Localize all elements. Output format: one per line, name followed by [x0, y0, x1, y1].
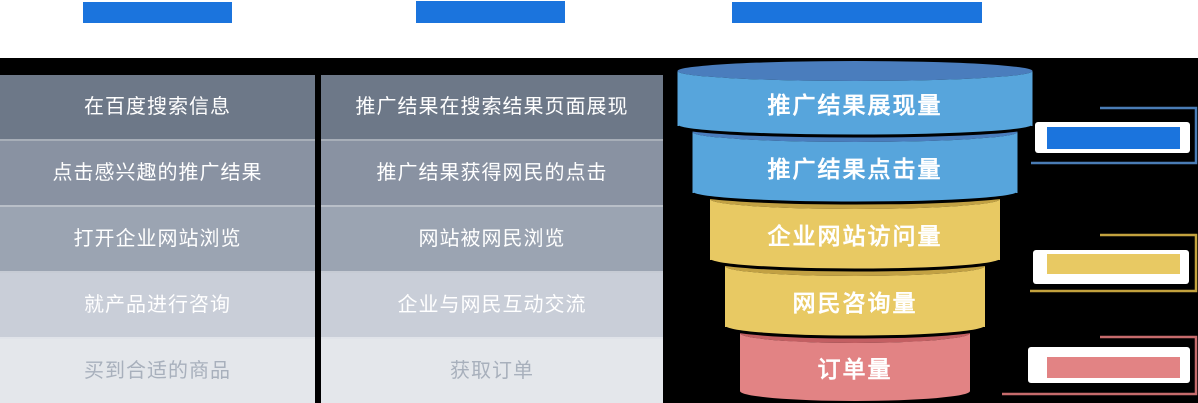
legend-item-2: [1030, 233, 1198, 293]
promotion-results-column: 推广结果在搜索结果页面展现 推广结果获得网民的点击 网站被网民浏览 企业与网民互…: [321, 75, 663, 403]
legend-bracket-line: [1031, 106, 1198, 165]
legend-swatch: [1047, 254, 1180, 274]
promotion-result-row: 推广结果获得网民的点击: [321, 141, 663, 207]
header-bar-1: [83, 2, 232, 23]
funnel-tier-body: [740, 333, 970, 401]
funnel-tier-separators: [676, 125, 1034, 339]
user-actions-column: 在百度搜索信息 点击感兴趣的推广结果 打开企业网站浏览 就产品进行咨询 买到合适…: [0, 75, 315, 403]
funnel-tier-body: [692, 132, 1018, 204]
funnel-tier-1: 推广结果展现量: [677, 61, 1033, 136]
header-bar-3: [732, 2, 982, 23]
user-action-row: 在百度搜索信息: [0, 75, 315, 141]
promotion-result-row: 网站被网民浏览: [321, 207, 663, 273]
funnel-tier-label: 订单量: [818, 356, 893, 382]
promotion-result-row: 获取订单: [321, 339, 663, 403]
legend-bracket-line: [1002, 335, 1198, 396]
legend-item-3: [1002, 335, 1198, 396]
legend-swatch: [1047, 357, 1180, 378]
tier-separator: [676, 125, 1034, 138]
funnel-tier-label: 推广结果展现量: [768, 92, 943, 118]
legend-bracket-line: [1030, 233, 1198, 293]
funnel-tier-top-ellipse: [677, 61, 1033, 81]
user-action-row: 打开企业网站浏览: [0, 207, 315, 273]
funnel-tier-label: 推广结果点击量: [768, 156, 943, 182]
user-action-row: 就产品进行咨询: [0, 273, 315, 339]
funnel-tier-label: 网民咨询量: [793, 290, 918, 316]
header-strip: [0, 0, 1198, 58]
user-action-row: 买到合适的商品: [0, 339, 315, 403]
legend-item-1: [1031, 106, 1198, 165]
promotion-result-row: 企业与网民互动交流: [321, 273, 663, 339]
tier-separator: [708, 259, 1002, 272]
funnel-tier-body: [710, 199, 1000, 270]
funnel-tier-body: [677, 71, 1033, 136]
funnel-tier-label: 企业网站访问量: [767, 223, 943, 249]
funnel-tier-body: [725, 266, 985, 337]
tier-separator: [691, 192, 1019, 205]
legend-swatch: [1047, 127, 1180, 149]
tier-separator: [723, 326, 987, 339]
header-bar-2: [416, 1, 565, 23]
user-action-row: 点击感兴趣的推广结果: [0, 141, 315, 207]
promotion-result-row: 推广结果在搜索结果页面展现: [321, 75, 663, 141]
